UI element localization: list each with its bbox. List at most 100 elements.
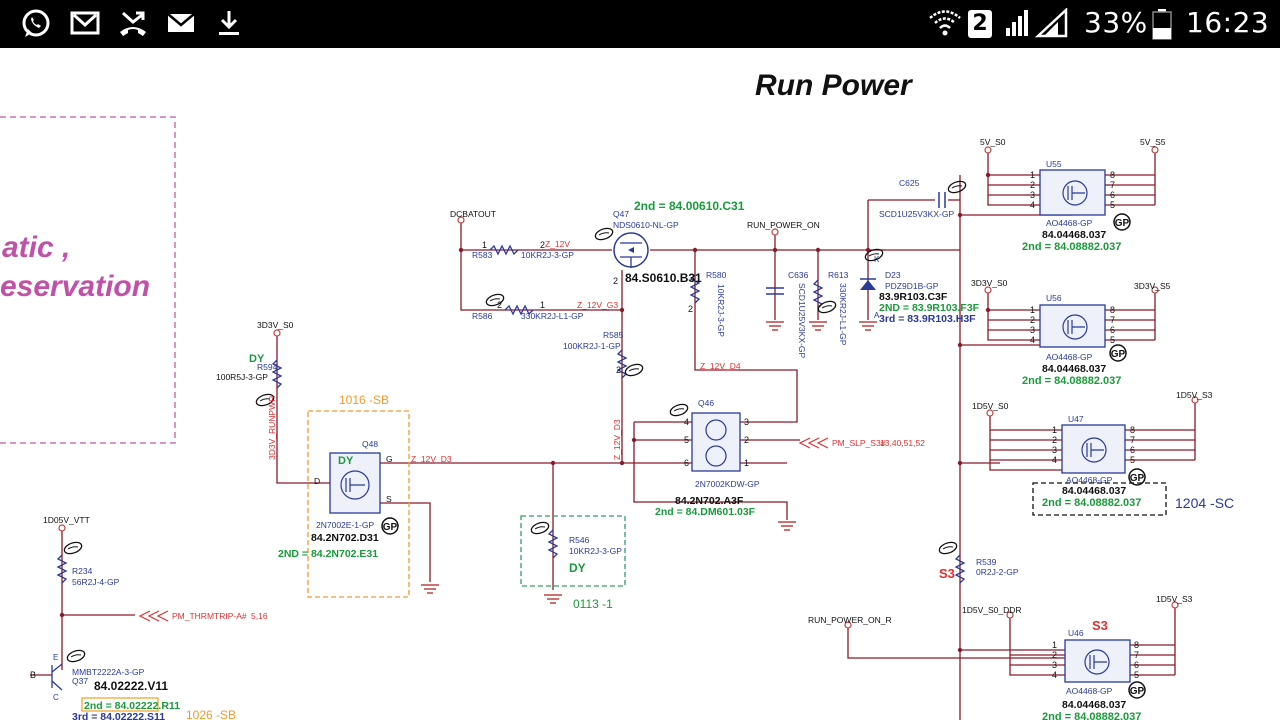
r585-symbol <box>616 349 628 379</box>
svg-text:1D5V_S0_DDR: 1D5V_S0_DDR <box>962 605 1022 615</box>
svg-text:100KR2J-1-GP: 100KR2J-1-GP <box>563 341 621 351</box>
missed-call-icon <box>120 11 146 36</box>
net-labels: DCBATOUT RUN_POWER_ON 3D3V_S0 5V_S0 5V_S… <box>43 137 1213 625</box>
svg-text:84.04468.037: 84.04468.037 <box>1062 699 1126 711</box>
svg-text:MMBT2222A-3-GP: MMBT2222A-3-GP <box>72 667 145 677</box>
svg-text:R580: R580 <box>706 270 727 280</box>
svg-text:7: 7 <box>1110 315 1115 325</box>
svg-text:Z_12V_D3: Z_12V_D3 <box>612 419 622 460</box>
junctions <box>59 172 991 653</box>
svg-text:4: 4 <box>1052 670 1057 680</box>
svg-text:3: 3 <box>744 417 749 427</box>
battery-icon <box>1152 9 1172 40</box>
svg-text:2: 2 <box>616 365 621 375</box>
svg-text:R539: R539 <box>976 557 997 567</box>
svg-text:1D5V_S0: 1D5V_S0 <box>972 401 1009 411</box>
box-q37-2nd <box>81 697 159 712</box>
svg-text:2: 2 <box>540 240 545 250</box>
svg-text:1204 -SC: 1204 -SC <box>1175 495 1234 511</box>
svg-text:3: 3 <box>1030 325 1035 335</box>
svg-text:8: 8 <box>1134 640 1139 650</box>
svg-text:D23: D23 <box>885 270 901 280</box>
r586-symbol <box>504 304 534 316</box>
gmail-icon <box>70 11 100 35</box>
r234-symbol <box>56 554 68 584</box>
svg-text:330KR2J-L1-GP: 330KR2J-L1-GP <box>521 311 584 321</box>
q48-box <box>329 452 381 514</box>
svg-text:AO4468-GP: AO4468-GP <box>1066 686 1113 696</box>
svg-text:1016 -SB: 1016 -SB <box>339 393 389 407</box>
red-net-labels: Z_12V Z_12V_G3 Z_12V_D4 Z_12V_D3 Z_12V_D… <box>172 239 925 621</box>
schematic-title: Run Power <box>755 69 914 102</box>
r594-symbol <box>271 359 283 389</box>
svg-text:SCD1U25V3KX-GP: SCD1U25V3KX-GP <box>879 209 954 219</box>
svg-text:6: 6 <box>1134 660 1139 670</box>
svg-text:100R5J-3-GP: 100R5J-3-GP <box>216 372 268 382</box>
svg-text:8: 8 <box>1110 170 1115 180</box>
svg-text:3: 3 <box>1052 445 1057 455</box>
svg-text:1026 -SB: 1026 -SB <box>186 708 236 720</box>
svg-text:C: C <box>53 693 59 702</box>
svg-text:2: 2 <box>1030 315 1035 325</box>
svg-text:6: 6 <box>1110 325 1115 335</box>
part-labels: Q47 NDS0610-NL-GP R583 10KR2J-3-GP R586 … <box>72 159 1113 696</box>
wifi-icon <box>929 10 961 36</box>
svg-text:5: 5 <box>1130 455 1135 465</box>
schematic-view[interactable]: GP Run Power atic , eservation <box>0 48 1280 720</box>
svg-text:2N7002KDW-GP: 2N7002KDW-GP <box>695 479 760 489</box>
c636-symbol <box>766 287 784 295</box>
svg-text:B: B <box>30 670 36 680</box>
svg-text:1: 1 <box>540 300 545 310</box>
u46-s3-label: S3 <box>1092 618 1108 633</box>
svg-text:1D05V_VTT: 1D05V_VTT <box>43 515 90 525</box>
svg-text:PM_SLP_S3#: PM_SLP_S3# <box>832 438 886 448</box>
svg-text:5,16: 5,16 <box>251 611 268 621</box>
svg-text:4: 4 <box>1030 335 1035 345</box>
svg-text:R594: R594 <box>257 362 278 372</box>
svg-text:A: A <box>874 311 880 320</box>
svg-text:2N7002E-1-GP: 2N7002E-1-GP <box>316 520 374 530</box>
svg-text:Q47: Q47 <box>613 209 629 219</box>
svg-text:10KR2J-3-GP: 10KR2J-3-GP <box>569 546 622 556</box>
svg-text:2: 2 <box>744 435 749 445</box>
svg-text:C625: C625 <box>899 178 920 188</box>
svg-text:D: D <box>314 476 320 486</box>
whatsapp-icon <box>22 9 50 37</box>
svg-text:330KR2J-L1-GP: 330KR2J-L1-GP <box>838 283 848 346</box>
svg-text:DCBATOUT: DCBATOUT <box>450 209 496 219</box>
capacitors <box>766 192 946 295</box>
svg-text:8: 8 <box>1110 305 1115 315</box>
svg-text:84.S0610.B31: 84.S0610.B31 <box>625 271 702 285</box>
svg-text:2nd = 84.08882.037: 2nd = 84.08882.037 <box>1022 241 1121 253</box>
svg-text:8: 8 <box>1130 425 1135 435</box>
svg-text:2nd = 84.00610.C31: 2nd = 84.00610.C31 <box>634 199 745 213</box>
svg-text:6: 6 <box>1110 190 1115 200</box>
svg-text:1: 1 <box>482 240 487 250</box>
q37-symbol <box>51 663 63 691</box>
signal-icon <box>1006 8 1068 38</box>
svg-text:U47: U47 <box>1068 414 1084 424</box>
svg-text:1: 1 <box>744 458 749 468</box>
svg-text:56R2J-4-GP: 56R2J-4-GP <box>72 577 120 587</box>
svg-text:PM_THRMTRIP-A#: PM_THRMTRIP-A# <box>172 611 247 621</box>
status-bar: 2 33% 16:23 <box>0 0 1280 48</box>
svg-text:5: 5 <box>684 435 689 445</box>
svg-text:5: 5 <box>1110 200 1115 210</box>
svg-text:Q46: Q46 <box>698 398 714 408</box>
third-part-numbers: 3rd = 83.9R103.H3F 3rd = 84.02222.S11 <box>72 313 976 720</box>
svg-text:2: 2 <box>1052 650 1057 660</box>
svg-text:2ND = 84.2N702.E31: 2ND = 84.2N702.E31 <box>278 548 378 560</box>
r580-symbol <box>689 274 701 304</box>
svg-text:AO4468-GP: AO4468-GP <box>1046 218 1093 228</box>
svg-text:10KR2J-3-GP: 10KR2J-3-GP <box>716 284 726 337</box>
r546-symbol <box>547 529 559 559</box>
svg-text:E: E <box>53 653 58 662</box>
svg-text:2: 2 <box>688 304 693 314</box>
svg-text:4: 4 <box>1052 455 1057 465</box>
svg-text:Z_12V_G3: Z_12V_G3 <box>577 300 618 310</box>
svg-text:3D3V_S5: 3D3V_S5 <box>1134 281 1171 291</box>
r539-s3-label: S3 <box>939 566 955 581</box>
svg-text:AO4468-GP: AO4468-GP <box>1046 352 1093 362</box>
q47-symbol <box>613 232 649 268</box>
svg-text:6: 6 <box>684 458 689 468</box>
